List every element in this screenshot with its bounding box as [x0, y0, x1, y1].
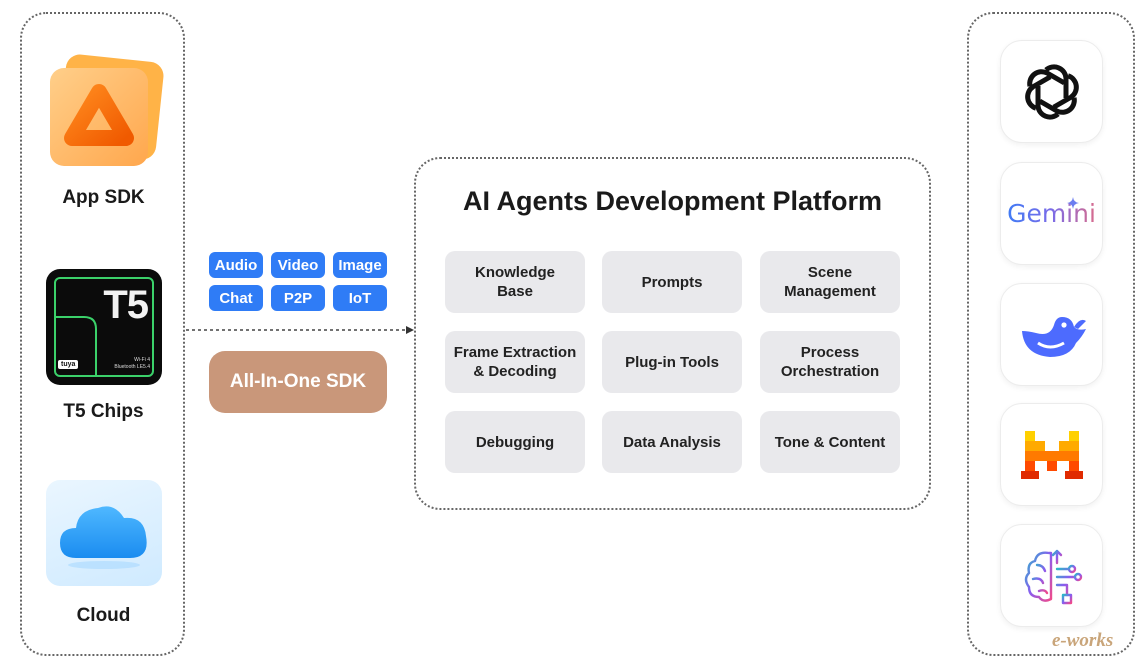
cell-debugging: Debugging — [445, 411, 585, 473]
all-in-one-sdk-button: All-In-One SDK — [209, 351, 387, 413]
t5-chip-icon: T5 tuya Wi-Fi 4 Bluetooth LE5.4 — [46, 269, 162, 385]
ai-brain-icon — [1024, 549, 1082, 604]
tuya-badge: tuya — [58, 360, 79, 369]
ai-brain-card — [1000, 524, 1103, 627]
chip-iot: IoT — [333, 285, 387, 311]
cell-frame-extraction: Frame Extraction & Decoding — [445, 331, 585, 393]
gemini-logo: Gemini — [1007, 199, 1096, 228]
mistral-icon — [1020, 430, 1083, 479]
t5-chips-label: T5 Chips — [63, 401, 144, 422]
app-sdk-icon — [50, 54, 164, 166]
cell-tone-content: Tone & Content — [760, 411, 900, 473]
openai-card — [1000, 40, 1103, 143]
cell-data-analysis: Data Analysis — [602, 411, 742, 473]
chip-trace-icon — [54, 316, 97, 377]
left-panel: App SDK T5 tuya Wi-Fi 4 Bluetooth LE5.4 … — [20, 12, 185, 656]
chip-outline — [54, 277, 154, 377]
chip-spec: Wi-Fi 4 Bluetooth LE5.4 — [114, 357, 150, 371]
cell-process-orchestration: Process Orchestration — [760, 331, 900, 393]
gemini-card: Gemini — [1000, 162, 1103, 265]
cloud-tile — [46, 480, 162, 586]
watermark-logo: e-works — [1052, 630, 1114, 651]
right-panel — [967, 12, 1135, 656]
platform-title: AI Agents Development Platform — [462, 186, 883, 216]
chip-video: Video — [271, 252, 325, 278]
t5-text: T5 — [103, 283, 149, 327]
platform-panel — [414, 157, 931, 510]
chip-image: Image — [333, 252, 387, 278]
chip-audio: Audio — [209, 252, 263, 278]
chip-p2p: P2P — [271, 285, 325, 311]
cloud-icon — [60, 506, 147, 569]
cell-prompts: Prompts — [602, 251, 742, 313]
cell-scene-management: Scene Management — [760, 251, 900, 313]
deepseek-card — [1000, 283, 1103, 386]
deepseek-icon — [1021, 316, 1086, 357]
cloud-label: Cloud — [76, 605, 131, 626]
chip-chat: Chat — [209, 285, 263, 311]
chip-spec-line2: Bluetooth LE5.4 — [114, 364, 150, 370]
cell-knowledge-base: Knowledge Base — [445, 251, 585, 313]
chip-spec-line1: Wi-Fi 4 — [134, 357, 150, 363]
connector-arrow-icon — [186, 326, 414, 334]
mistral-card — [1000, 403, 1103, 506]
gemini-sparkle-icon — [1067, 197, 1079, 209]
cell-plugin-tools: Plug-in Tools — [602, 331, 742, 393]
app-sdk-label: App SDK — [62, 187, 145, 208]
openai-icon — [1024, 63, 1079, 120]
